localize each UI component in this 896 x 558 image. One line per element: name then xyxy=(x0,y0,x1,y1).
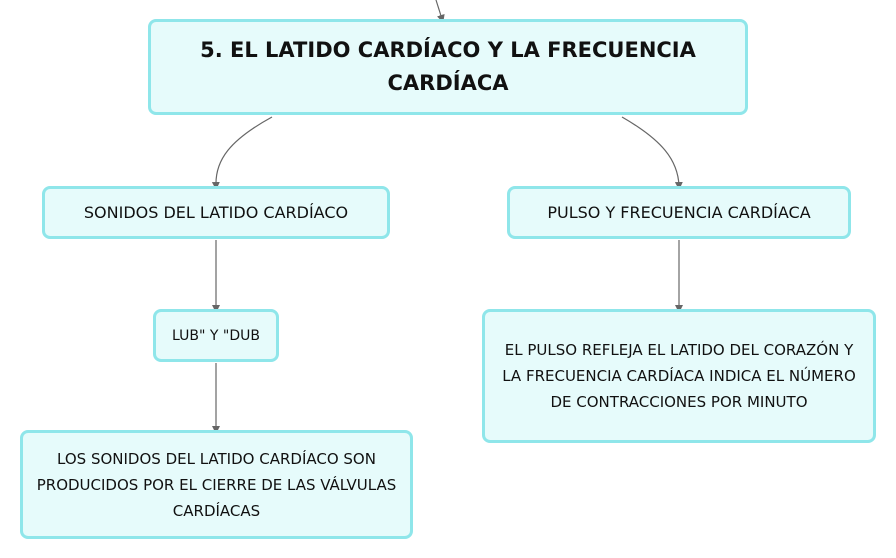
heart-sounds-detail-node[interactable]: LOS SONIDOS DEL LATIDO CARDÍACO SON PROD… xyxy=(20,430,413,539)
pulse-detail-node[interactable]: EL PULSO REFLEJA EL LATIDO DEL CORAZÓN Y… xyxy=(482,309,876,443)
root-node[interactable]: 5. EL LATIDO CARDÍACO Y LA FRECUENCIA CA… xyxy=(148,19,748,115)
root-node-label: 5. EL LATIDO CARDÍACO Y LA FRECUENCIA CA… xyxy=(200,38,696,95)
heart-sounds-detail-node-label: LOS SONIDOS DEL LATIDO CARDÍACO SON PROD… xyxy=(36,449,397,520)
lub-dub-node[interactable]: LUB" Y "DUB xyxy=(153,309,279,362)
connector-incoming-root xyxy=(435,0,445,23)
pulse-rate-node-label: PULSO Y FRECUENCIA CARDÍACA xyxy=(547,203,811,222)
lub-dub-node-label: LUB" Y "DUB xyxy=(172,327,260,344)
pulse-rate-node[interactable]: PULSO Y FRECUENCIA CARDÍACA xyxy=(507,186,851,239)
connector-root-to-sounds xyxy=(211,116,273,190)
heart-sounds-node[interactable]: SONIDOS DEL LATIDO CARDÍACO xyxy=(42,186,390,239)
heart-sounds-node-label: SONIDOS DEL LATIDO CARDÍACO xyxy=(83,203,349,222)
pulse-detail-node-label: EL PULSO REFLEJA EL LATIDO DEL CORAZÓN Y… xyxy=(502,341,856,411)
connector-root-to-pulse xyxy=(621,116,683,190)
